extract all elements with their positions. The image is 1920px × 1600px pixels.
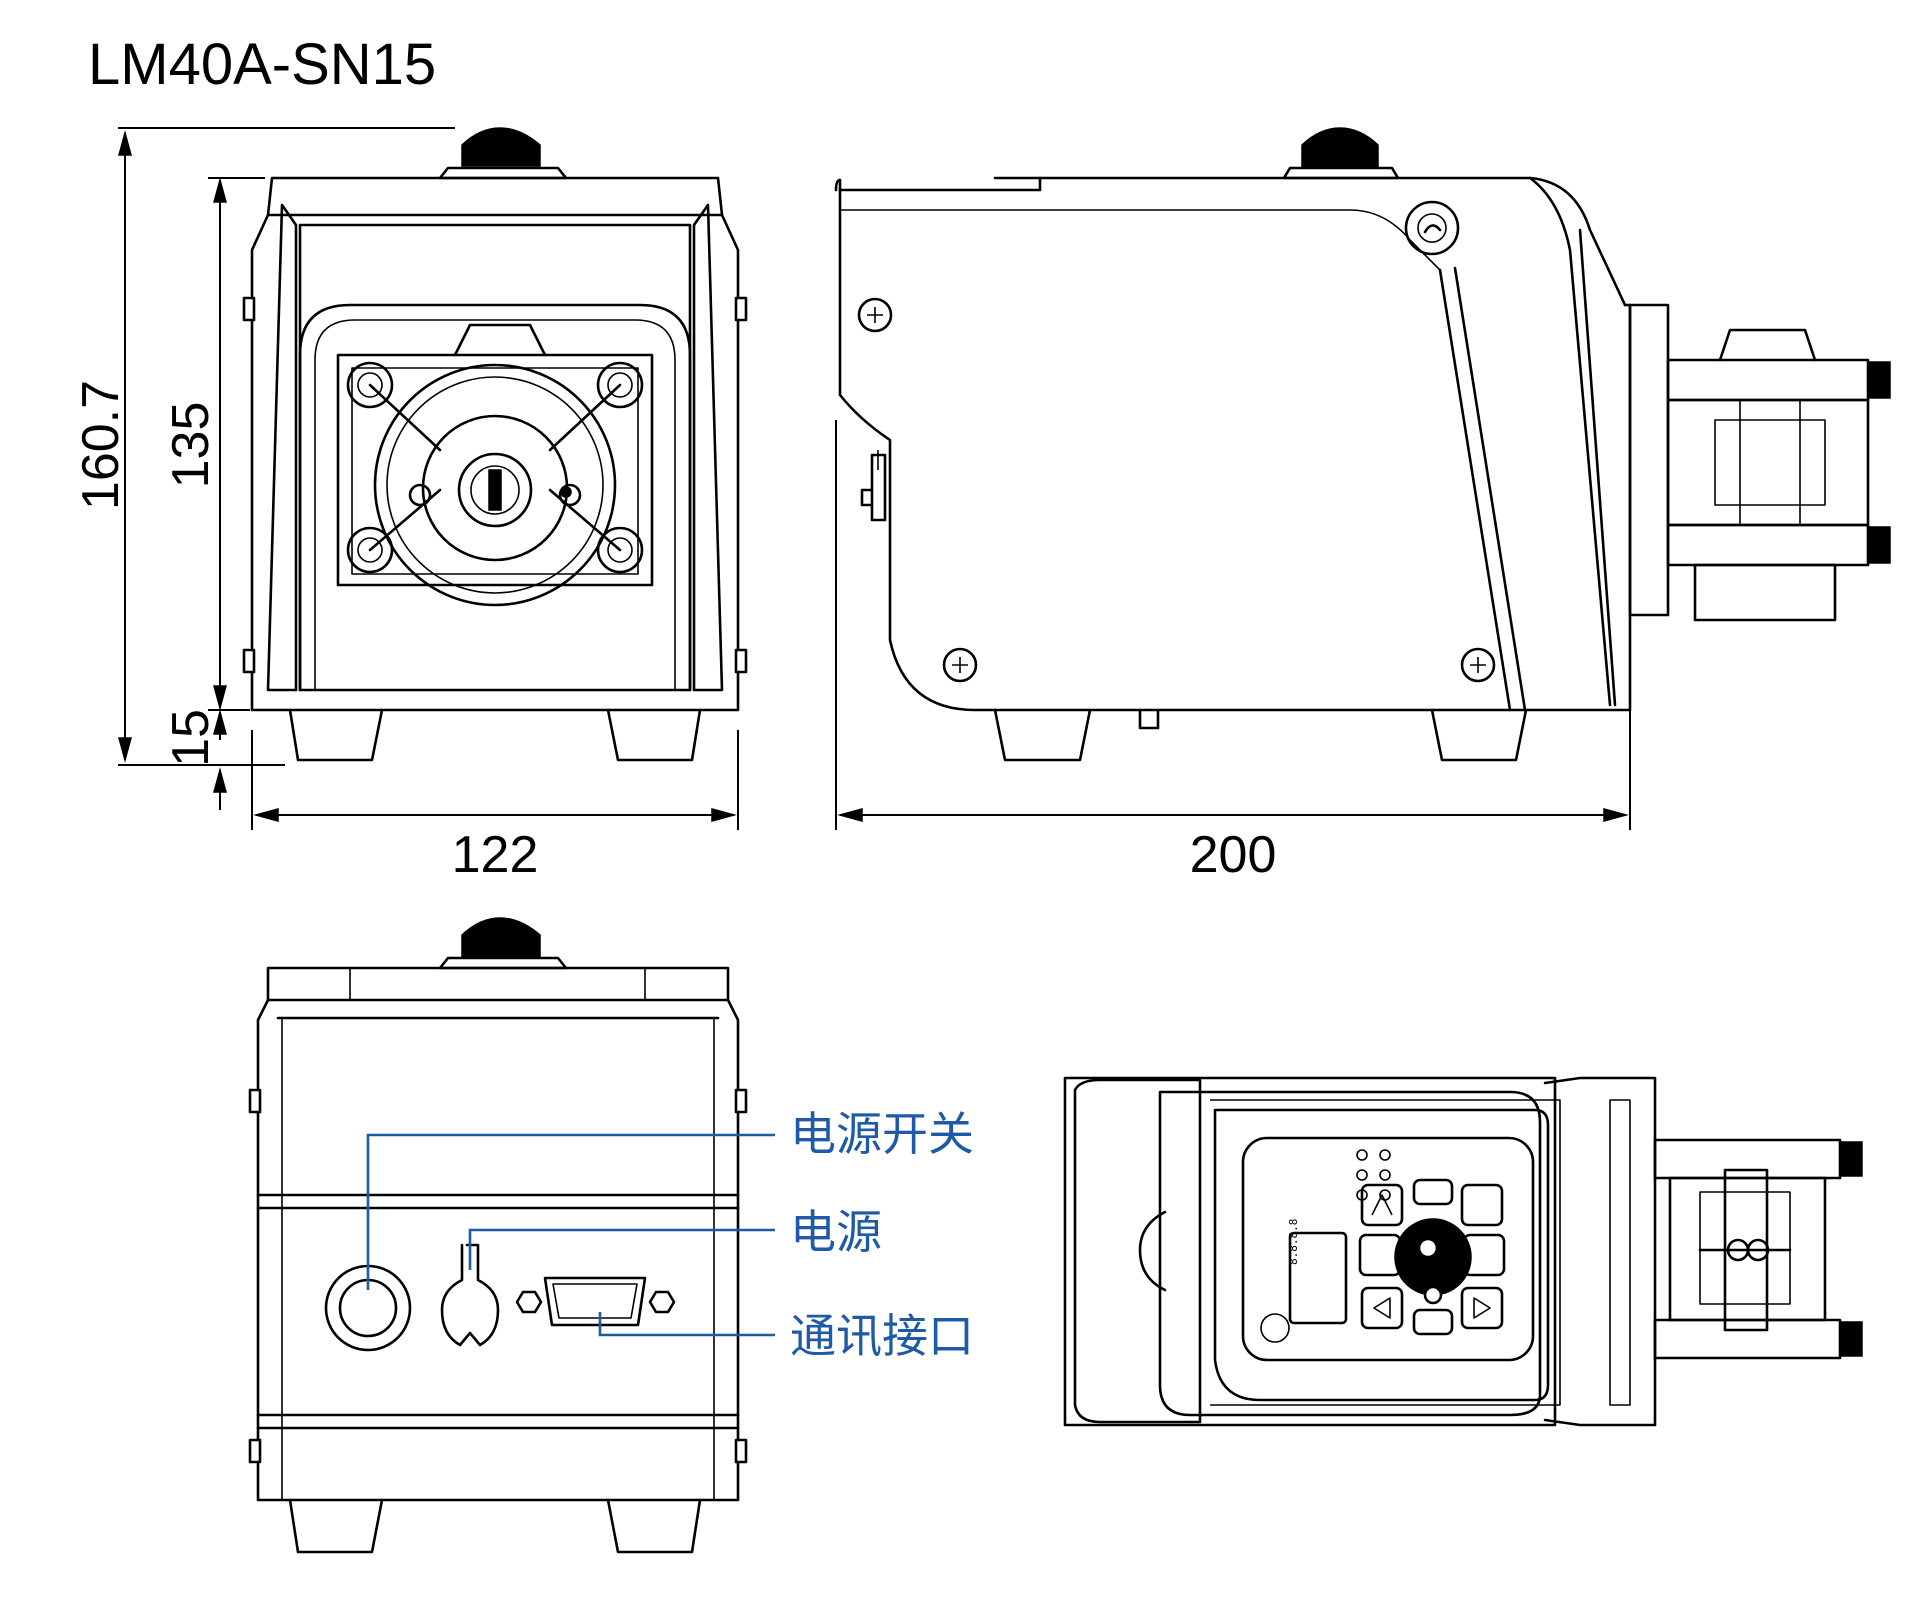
svg-text:8.8.8.8: 8.8.8.8: [1287, 1219, 1300, 1265]
callout-power-switch: 电源开关: [790, 1107, 974, 1161]
led-display: [1288, 1231, 1348, 1325]
front-knob: [461, 127, 541, 167]
dim-total-height: 160.7: [72, 380, 130, 510]
callout-comm-port: 通讯接口: [790, 1309, 974, 1363]
dim-length: 200: [1190, 826, 1277, 884]
dimension-lines: [118, 127, 1631, 830]
side-view: [834, 127, 1891, 762]
dim-body-height: 135: [162, 402, 220, 489]
callout-power: 电源: [790, 1205, 882, 1259]
callout-leaders: [366, 1133, 775, 1337]
dim-width: 122: [452, 826, 539, 884]
side-knob: [1301, 127, 1379, 169]
front-view: [242, 127, 748, 762]
back-view: [248, 917, 748, 1554]
power-socket: [440, 1243, 500, 1347]
dim-foot-height: 15: [162, 709, 220, 767]
top-view: 8.8.8.8: [1063, 1076, 1863, 1427]
control-panel: [1241, 1136, 1535, 1362]
comm-port: [543, 1276, 647, 1327]
model-title: LM40A-SN15: [88, 32, 436, 97]
back-knob: [461, 917, 541, 959]
